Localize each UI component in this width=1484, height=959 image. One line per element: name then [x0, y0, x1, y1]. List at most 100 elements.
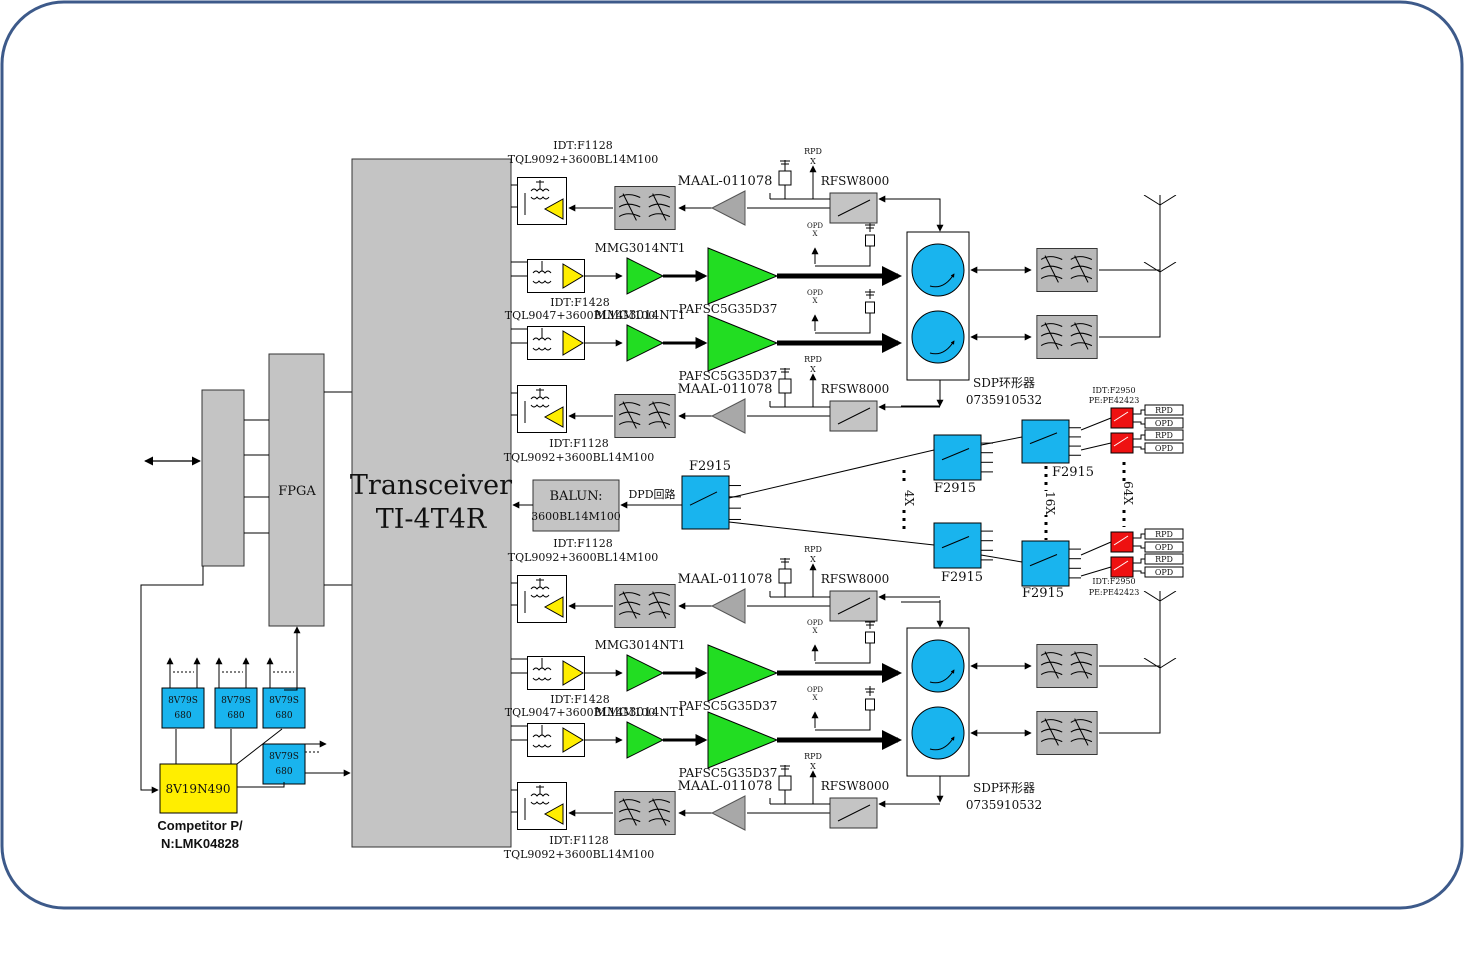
idt-f2950-label: IDT:F2950 — [1092, 577, 1135, 586]
rx-amp-label: MAAL-011078 — [678, 779, 773, 794]
tx-driver-label: MMG3014NT1 — [595, 241, 686, 255]
circulator-direction — [929, 340, 955, 355]
clock-buffer-part: 680 — [275, 767, 292, 777]
clock-buffer-part: 680 — [275, 711, 292, 721]
rx-amp-icon — [710, 795, 746, 831]
fpga-block — [268, 353, 325, 627]
tx-x-label: X — [813, 297, 818, 305]
circulator-direction — [929, 669, 955, 684]
f2915-label: F2915 — [1022, 586, 1064, 601]
opd-label: OPD — [1155, 568, 1173, 577]
clock-main-label: 8V19N490 — [166, 782, 231, 796]
clock-subsystem: 8V19N490 Competitor P/ N:LMK04828 8V79S6… — [140, 566, 351, 851]
rx-x-label: X — [810, 762, 816, 771]
tx-preamp-icon — [527, 656, 585, 690]
clock-buffer-3 — [262, 687, 306, 729]
rx-amp-label: MAAL-011078 — [678, 382, 773, 397]
tx-termination-icon — [864, 686, 876, 720]
rpd-box — [1144, 528, 1184, 540]
tx-idt-label: IDT:F1428 — [550, 693, 609, 706]
rx-lna-label: IDT:F1128 — [553, 537, 612, 550]
multiplier-label: 16X — [1043, 491, 1057, 515]
tx-pa-label: PAFSC5G35D37 — [679, 302, 778, 316]
tx-opd-label: OPD — [807, 289, 823, 297]
f2915-label: F2915 — [689, 459, 731, 474]
rx-lna-icon — [517, 385, 567, 433]
rpd-box — [1144, 404, 1184, 416]
clock-buffer-part: 680 — [227, 711, 244, 721]
pe42423-label: PE:PE42423 — [1089, 588, 1140, 597]
tx-driver-icon — [626, 654, 665, 692]
tx-filter-icon — [1036, 711, 1098, 755]
rx-filter-label: TQL9092+3600BL14M100 — [508, 551, 659, 564]
clock-buffer-label: 8V79S — [168, 696, 198, 706]
transceiver-label-2: TI-4T4R — [376, 504, 487, 535]
balun-block — [532, 479, 620, 532]
f2915-16-lower — [1021, 540, 1081, 587]
clock-buffer-1 — [161, 687, 205, 729]
circulator-icon — [911, 243, 965, 297]
rx-lna-icon — [517, 782, 567, 830]
rx-lna-label: IDT:F1128 — [553, 139, 612, 152]
clock-8v19n490 — [159, 763, 238, 814]
antenna-icon — [1143, 262, 1177, 308]
idt-f2950-label: IDT:F2950 — [1092, 386, 1135, 395]
competitor-label-2: N:LMK04828 — [161, 836, 239, 851]
circulator-direction — [929, 736, 955, 751]
detector-switch-icon — [1110, 556, 1134, 578]
multiplier-bg — [1115, 481, 1133, 505]
opd-label: OPD — [1155, 543, 1173, 552]
rx-rpd-cap — [778, 170, 792, 186]
rx-switch-label: RFSW8000 — [821, 174, 889, 188]
tx-idt-label: IDT:F1428 — [550, 296, 609, 309]
multiplier-label: 4X — [902, 490, 916, 507]
antenna-icon — [1143, 658, 1177, 704]
rx-filter-label: TQL9092+3600BL14M100 — [508, 153, 659, 166]
tx-preamp-icon — [527, 259, 585, 293]
f2915-label: F2915 — [1052, 465, 1094, 480]
rx-filter-icon — [614, 186, 676, 230]
rx-switch-label: RFSW8000 — [821, 779, 889, 793]
detector-3: RPD OPD — [1110, 528, 1184, 553]
outer-frame — [0, 0, 1464, 910]
rx-channel-3: RPDXRFSW8000MAAL-011078IDT:F1128TQL9092+… — [508, 537, 940, 628]
rx-rpd-cap — [778, 568, 792, 584]
rx-lna-icon — [517, 575, 567, 623]
tx-termination-icon — [864, 619, 876, 653]
tx-x-label: X — [813, 694, 818, 702]
dpd-label: DPD回路 — [628, 488, 675, 501]
rx-amp-icon — [710, 398, 746, 434]
rx-amp-icon — [710, 588, 746, 624]
tx-opd-label: OPD — [807, 619, 823, 627]
clock-buffer-label: 8V79S — [269, 696, 299, 706]
rx-switch-label: RFSW8000 — [821, 382, 889, 396]
f2915-label: F2915 — [934, 481, 976, 496]
fpga-label: FPGA — [278, 484, 316, 499]
opd-box — [1144, 541, 1184, 553]
tx-filter-icon — [1036, 644, 1098, 688]
tx-driver-icon — [626, 257, 665, 295]
tx-pa-icon — [707, 711, 779, 769]
tx-driver-icon — [626, 721, 665, 759]
tx-driver-icon — [626, 324, 665, 362]
tx-filter-label: TQL9047+3600BL14M100 — [505, 309, 656, 322]
pe42423-label: PE:PE42423 — [1089, 396, 1140, 405]
rx-x-label: X — [810, 157, 816, 166]
circulator-label: SDP环形器 — [973, 781, 1035, 795]
clock-buffer-2 — [214, 687, 258, 729]
rpd-label: RPD — [1155, 530, 1173, 539]
rx-channel-2: RPDXRFSW8000MAAL-011078IDT:F1128TQL9092+… — [504, 355, 940, 464]
rx-x-label: X — [810, 365, 816, 374]
tx-pa-icon — [707, 314, 779, 372]
multiplier-bg — [1037, 491, 1055, 515]
circulator-icon — [911, 639, 965, 693]
tx-filter-label: TQL9047+3600BL14M100 — [505, 706, 656, 719]
rx-rpd-cap — [778, 378, 792, 394]
opd-label: OPD — [1155, 444, 1173, 453]
rx-filter-label: TQL9092+3600BL14M100 — [504, 848, 655, 861]
